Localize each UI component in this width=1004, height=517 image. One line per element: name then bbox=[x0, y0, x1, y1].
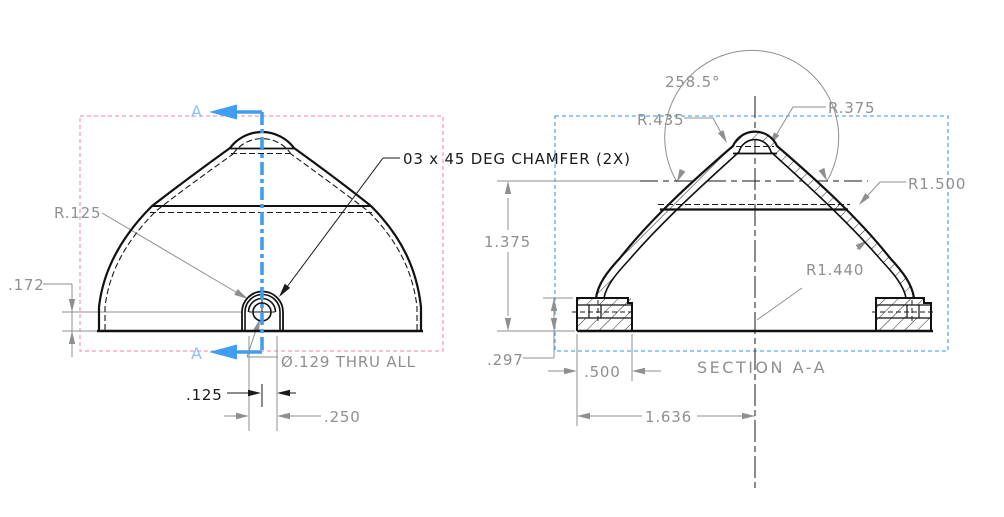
dim-172-text[interactable]: .172 bbox=[8, 276, 45, 294]
section-right-foot bbox=[872, 297, 935, 331]
section-view-selection-box[interactable] bbox=[554, 115, 949, 352]
dim-offset-250[interactable]: .250 bbox=[224, 336, 361, 431]
front-dome-outline bbox=[97, 130, 423, 333]
dim-r1500[interactable]: R1.500 bbox=[857, 175, 967, 207]
dim-r1500-text[interactable]: R1.500 bbox=[908, 175, 966, 193]
dim-foot-width-500[interactable]: .500 bbox=[548, 334, 661, 426]
front-view: .172 R.125 Ø.129 THRU ALL .250 bbox=[8, 102, 630, 431]
dim-angle-text[interactable]: 258.5° bbox=[665, 73, 720, 91]
section-wall bbox=[594, 130, 916, 299]
dim-height-1375[interactable]: 1.375 bbox=[484, 180, 640, 332]
dim-r125[interactable]: R.125 bbox=[54, 204, 250, 302]
dim-r375-text[interactable]: R.375 bbox=[828, 99, 875, 117]
dim-297-text[interactable]: .297 bbox=[487, 351, 524, 369]
section-letter-bottom: A bbox=[191, 344, 202, 363]
section-view: 258.5° R.435 R.375 R1.500 R1 bbox=[484, 49, 967, 490]
dim-hole-note-text[interactable]: Ø.129 THRU ALL bbox=[281, 353, 416, 371]
section-arrow-top bbox=[209, 104, 237, 120]
section-arrow-bottom bbox=[209, 344, 237, 360]
dim-offset-125[interactable]: .125 bbox=[186, 384, 296, 407]
dim-125-text[interactable]: .125 bbox=[186, 386, 223, 404]
section-left-foot bbox=[572, 297, 636, 331]
dim-chamfer-text[interactable]: 03 x 45 DEG CHAMFER (2X) bbox=[403, 150, 631, 168]
dim-250-text[interactable]: .250 bbox=[324, 408, 361, 426]
section-centerlines bbox=[640, 96, 868, 490]
section-cut-line[interactable]: A A bbox=[191, 102, 264, 363]
section-title: SECTION A-A bbox=[697, 358, 827, 377]
dim-hole-note[interactable]: Ø.129 THRU ALL bbox=[246, 318, 416, 371]
dim-r1440-text[interactable]: R1.440 bbox=[806, 261, 864, 279]
dim-1375-text[interactable]: 1.375 bbox=[484, 233, 531, 251]
dim-r1440[interactable]: R1.440 bbox=[756, 237, 870, 321]
dim-r125-text[interactable]: R.125 bbox=[54, 204, 101, 222]
dim-r435-text[interactable]: R.435 bbox=[637, 111, 684, 129]
dim-foot-height-297[interactable]: .297 bbox=[487, 297, 573, 369]
dim-chamfer-note[interactable]: 03 x 45 DEG CHAMFER (2X) bbox=[276, 150, 630, 299]
dim-500-text[interactable]: .500 bbox=[584, 363, 621, 381]
section-letter-top: A bbox=[191, 102, 202, 121]
dim-r435[interactable]: R.435 bbox=[637, 111, 730, 145]
dim-1636-text[interactable]: 1.636 bbox=[645, 408, 692, 426]
dim-angle-2585[interactable]: 258.5° bbox=[664, 49, 840, 183]
dim-r375[interactable]: R.375 bbox=[767, 99, 875, 147]
dim-half-width-1636[interactable]: 1.636 bbox=[577, 408, 755, 426]
dim-height-172[interactable]: .172 bbox=[8, 276, 242, 357]
